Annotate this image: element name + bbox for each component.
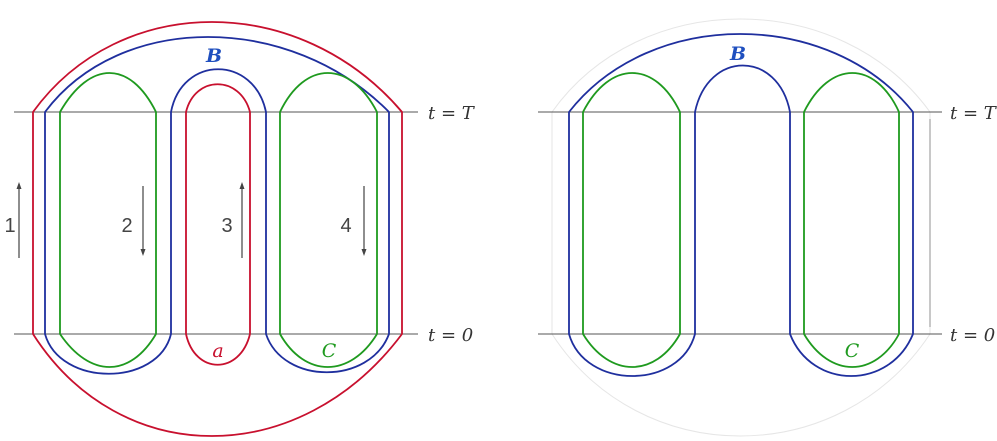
left-time-bottom-label: t = 0 (428, 325, 473, 346)
arrow-2-down (140, 186, 146, 256)
arrow-1-label: 1 (4, 215, 15, 237)
right-time-bottom-label: t = 0 (950, 325, 995, 346)
right-green-loop-2 (803, 72, 900, 368)
left-green-loop-2 (279, 72, 378, 368)
right-time-top-label: t = T (950, 103, 997, 124)
right-green-loop-1 (582, 72, 681, 368)
arrow-3-up (239, 182, 245, 258)
right-label-c: C (845, 340, 860, 362)
left-green-loop-1 (59, 72, 157, 368)
left-time-top-label: t = T (428, 103, 476, 124)
left-label-a: a (212, 340, 223, 362)
left-red-inner-loop (185, 83, 251, 366)
left-diagram: 1 2 3 4 B a C t = T t = 0 (4, 21, 476, 437)
right-blue-loop-b (568, 33, 914, 377)
right-diagram: B C t = T t = 0 (538, 18, 997, 437)
left-red-outer-loop (32, 21, 403, 437)
left-blue-loop-b (44, 36, 390, 375)
left-label-c: C (322, 340, 337, 362)
right-label-b: B (729, 43, 746, 65)
arrow-1-up (16, 182, 22, 258)
arrow-3-label: 3 (221, 215, 232, 237)
arrow-2-label: 2 (121, 215, 132, 237)
arrow-4-down (361, 186, 367, 256)
arrow-4-label: 4 (340, 215, 351, 237)
left-label-b: B (205, 45, 222, 67)
